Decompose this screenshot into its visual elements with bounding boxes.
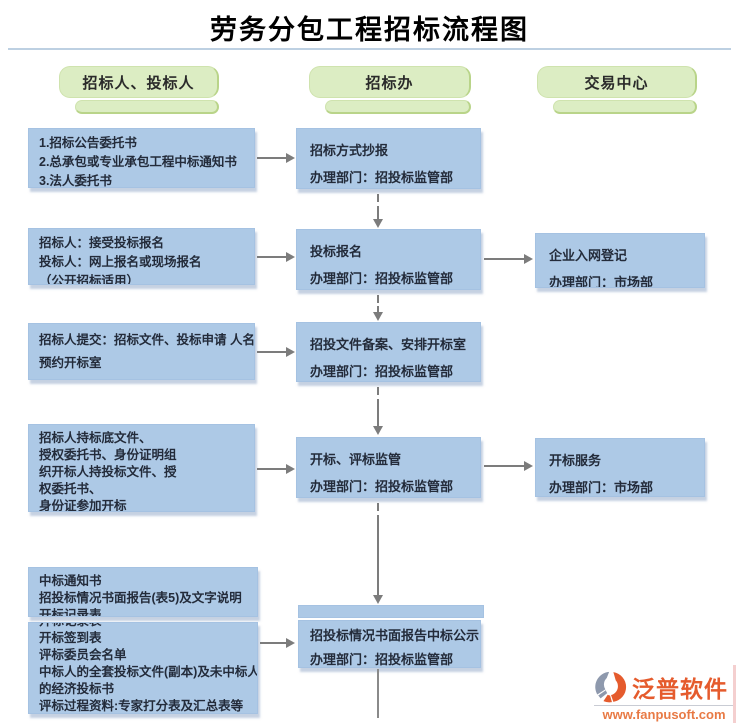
connector-c2-c3-arrowhead-icon (373, 312, 383, 321)
connector-c2-c3-line (377, 306, 379, 313)
box-enterprise-network-registration: 企业入网登记办理部门：市场部 (535, 233, 705, 288)
arrow-shaft (484, 465, 525, 467)
lane-header-bidders-label: 招标人、投标人 (59, 66, 219, 98)
fanpu-logo[interactable]: 泛普软件 www.fanpusoft.com (594, 670, 734, 722)
box-open-bid-participants: 招标人持标底文件、授权委托书、身份证明组织开标人持投标文件、授权委托书、身份证参… (28, 424, 255, 512)
arrow-row2-center-to-right (484, 254, 533, 264)
lane-header-trade-center-shadow (553, 100, 697, 114)
arrow-head-icon (286, 464, 295, 474)
connector-c3-c4-dash (377, 387, 379, 395)
box-archive-documents-lines: 开标记录表开标签到表评标委员会名单中标人的全套投标文件(副本)及未中标人的经济投… (39, 623, 258, 713)
arrow-head-icon (286, 153, 295, 163)
lane-header-bidders: 招标人、投标人 (59, 66, 219, 114)
arrow-shaft (257, 351, 287, 353)
page-right-edge (733, 665, 736, 723)
fanpu-logo-url[interactable]: www.fanpusoft.com (594, 705, 734, 722)
arrow-head-icon (286, 252, 295, 262)
connector-c2-c3-dash (377, 295, 379, 303)
arrow-shaft (257, 157, 287, 159)
box-open-eval-supervision: 开标、评标监管办理部门：招投标监管部 (296, 437, 481, 498)
connector-c5-exit-line (377, 669, 379, 718)
connector-c4-c5-line (377, 515, 379, 595)
box-submit-bid-documents: 招标人提交：招标文件、投标申请 人名单预约开标室 (28, 323, 255, 380)
bar-award-publicity-top (298, 605, 484, 618)
arrow-row5-left-to-center (260, 638, 295, 648)
arrow-shaft (484, 258, 525, 260)
box-bid-signup: 投标报名办理部门：招投标监管部 (296, 229, 481, 290)
fanpu-logo-icon (594, 670, 628, 704)
connector-c4-c5-arrowhead-icon (373, 595, 383, 604)
lane-header-bid-office: 招标办 (309, 66, 471, 114)
page-title: 劳务分包工程招标流程图 (210, 15, 529, 45)
connector-c3-c4-line (377, 399, 379, 426)
connector-c4-c5-dash (377, 503, 379, 511)
connector-c1-c2-dash (377, 194, 379, 202)
arrow-head-icon (524, 254, 533, 264)
connector-c3-c4-arrowhead-icon (373, 426, 383, 435)
arrow-row2-left-to-center (257, 252, 295, 262)
arrow-row4-left-to-center (257, 464, 295, 474)
lane-header-trade-center: 交易中心 (537, 66, 697, 114)
arrow-row4-center-to-right (484, 461, 533, 471)
box-archive-documents: 开标记录表开标签到表评标委员会名单中标人的全套投标文件(副本)及未中标人的经济投… (28, 622, 258, 714)
lane-header-bid-office-shadow (325, 100, 471, 114)
arrow-head-icon (286, 638, 295, 648)
lane-header-bid-office-label: 招标办 (309, 66, 471, 98)
arrow-head-icon (524, 461, 533, 471)
arrow-head-icon (286, 347, 295, 357)
arrow-shaft (257, 256, 287, 258)
lane-header-bidders-shadow (75, 100, 219, 114)
connector-c1-c2-line (377, 206, 379, 219)
arrow-shaft (257, 468, 287, 470)
box-file-record-arrange-room: 招投文件备案、安排开标室办理部门：招投标监管部 (296, 322, 481, 382)
box-bid-registration: 招标人：接受投标报名投标人：网上报名或现场报名（公开招标适用） (28, 228, 255, 285)
box-bid-opening-service: 开标服务办理部门：市场部 (535, 438, 705, 497)
fanpu-logo-name: 泛普软件 (632, 676, 728, 702)
arrow-shaft (260, 642, 287, 644)
title-divider (8, 48, 731, 50)
box-award-report-publicity: 招投标情况书面报告中标公示办理部门：招投标监管部 (298, 620, 481, 668)
box-bid-method-report: 招标方式抄报办理部门：招投标监管部 (296, 128, 481, 189)
lane-header-trade-center-label: 交易中心 (537, 66, 697, 98)
connector-c1-c2-arrowhead-icon (373, 219, 383, 228)
arrow-row1-left-to-center (257, 153, 295, 163)
arrow-row3-left-to-center (257, 347, 295, 357)
box-award-notice-documents: 中标通知书招投标情况书面报告(表5)及文字说明开标记录表 (28, 567, 258, 617)
